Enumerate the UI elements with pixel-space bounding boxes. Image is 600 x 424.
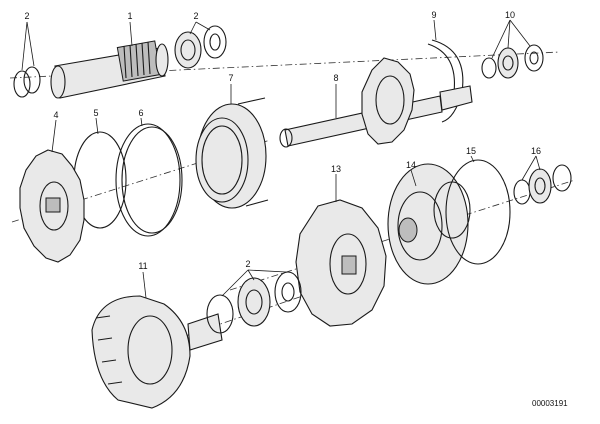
callout-2-bottom: 2 <box>245 259 250 269</box>
sun-gear-4 <box>19 149 85 263</box>
snap-ring-left <box>13 66 41 98</box>
callout-1: 1 <box>127 11 132 21</box>
callout-10: 10 <box>505 10 515 20</box>
callout-15: 15 <box>466 146 476 156</box>
needle-bearing-top <box>174 25 227 69</box>
clutch-drum-11 <box>91 295 223 409</box>
thrust-bearing-12 <box>206 271 302 334</box>
callout-8: 8 <box>333 73 338 83</box>
callout-16: 16 <box>531 146 541 156</box>
planet-carrier-14 <box>387 163 471 285</box>
callout-9: 9 <box>431 10 436 20</box>
callout-7: 7 <box>228 73 233 83</box>
ring-gear-drum <box>195 97 269 209</box>
disc-gear-13 <box>295 199 387 327</box>
callout-11: 11 <box>138 261 147 271</box>
ring-6 <box>115 123 183 237</box>
callout-13: 13 <box>331 164 341 174</box>
thrust-bearing-16 <box>513 164 572 205</box>
leader-lines <box>21 19 541 299</box>
thrust-bearing-10 <box>481 44 544 79</box>
output-shaft <box>279 57 473 148</box>
drawing-code: 00003191 <box>532 399 568 408</box>
callout-2-top: 2 <box>193 11 198 21</box>
callout-14: 14 <box>406 160 416 170</box>
callout-6: 6 <box>138 108 143 118</box>
ring-15 <box>445 159 511 265</box>
input-shaft <box>50 40 169 99</box>
callout-5: 5 <box>93 108 98 118</box>
callout-2-left: 2 <box>24 11 29 21</box>
callout-4: 4 <box>53 110 58 120</box>
